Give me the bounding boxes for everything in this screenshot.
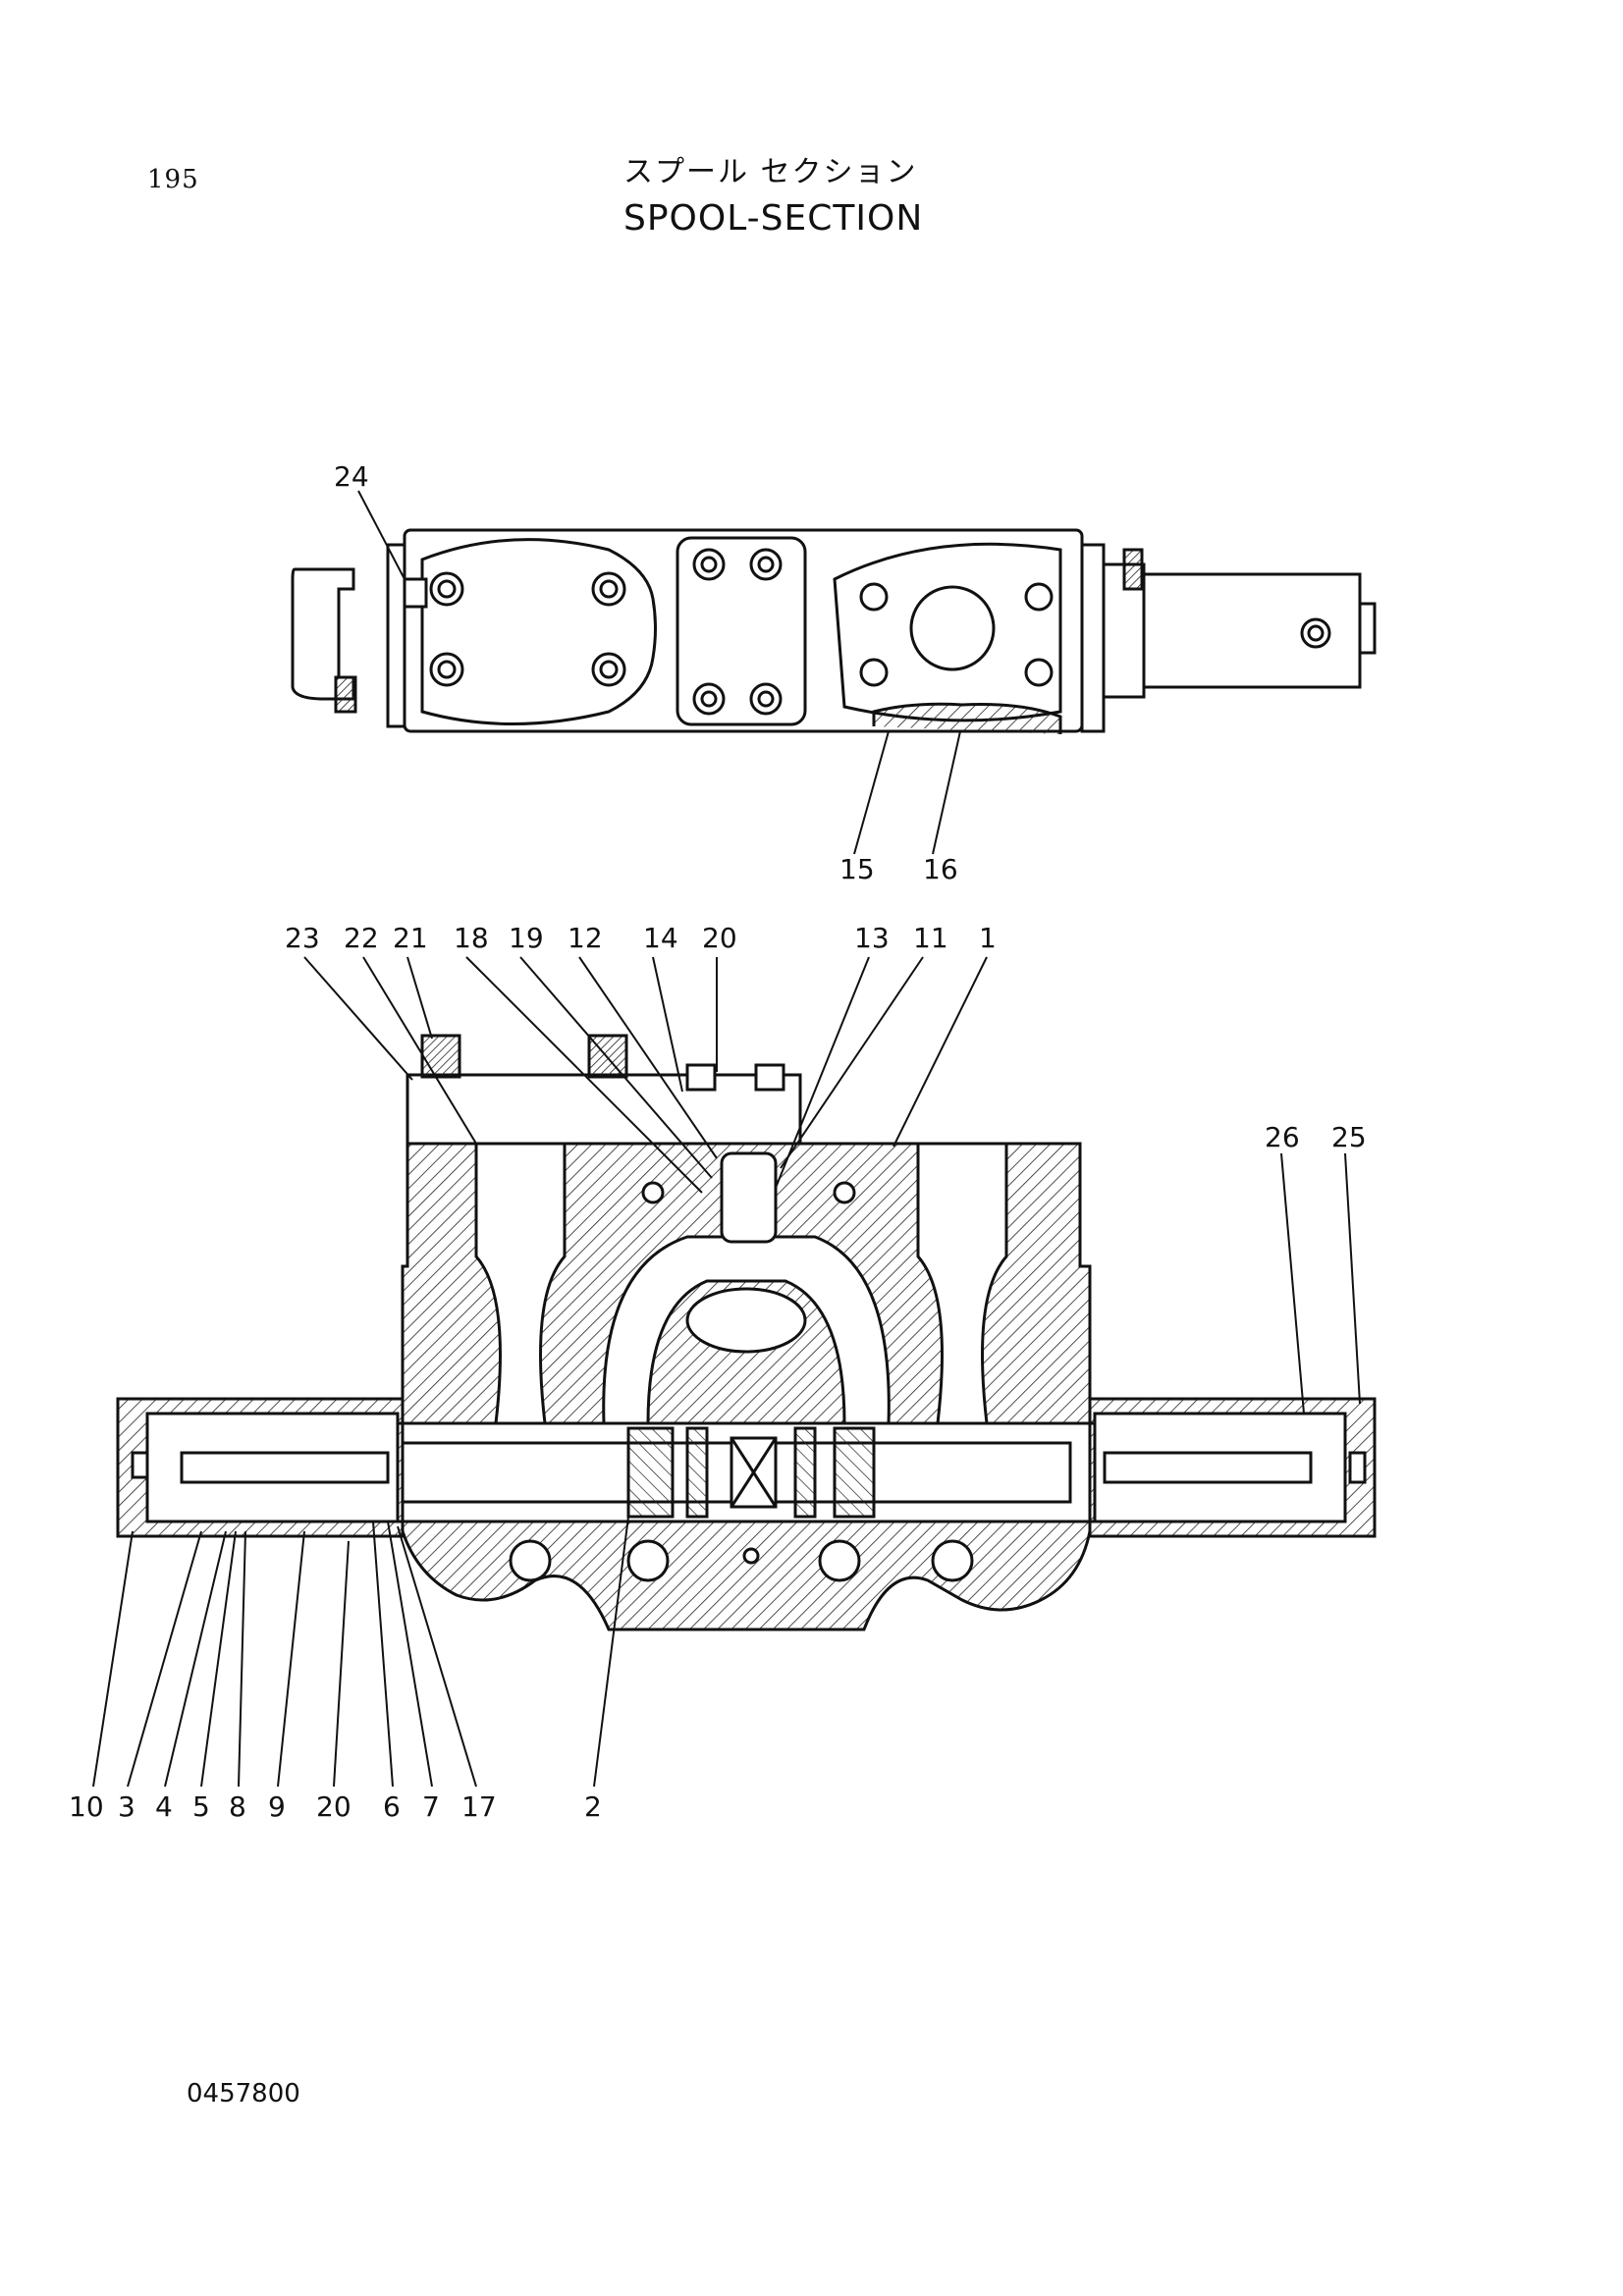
- callout-24: 24: [334, 460, 369, 493]
- leader-lines: [92, 490, 1361, 1788]
- callout-5: 5: [192, 1790, 210, 1823]
- callout-labels: 24 15 16 23 22 21 18 19 12 14 20 13 11 1…: [69, 460, 1367, 1823]
- callout-3: 3: [118, 1790, 135, 1823]
- callout-16: 16: [923, 853, 958, 885]
- callout-19: 19: [509, 922, 544, 954]
- title-english: SPOOL-SECTION: [623, 198, 924, 239]
- callout-21: 21: [393, 922, 428, 954]
- callout-26: 26: [1265, 1121, 1300, 1153]
- callout-23: 23: [285, 922, 320, 954]
- section-view: [116, 1034, 1377, 1631]
- callout-20-top: 20: [702, 922, 737, 954]
- callout-15: 15: [839, 853, 875, 885]
- title-block: スプール セクション SPOOL-SECTION: [623, 147, 923, 239]
- callout-13: 13: [854, 922, 890, 954]
- callout-6: 6: [383, 1790, 401, 1823]
- top-view: [291, 528, 1377, 734]
- page-number: 195: [147, 165, 199, 194]
- callout-18: 18: [454, 922, 489, 954]
- callout-2: 2: [584, 1790, 602, 1823]
- callout-7: 7: [422, 1790, 440, 1823]
- callout-14: 14: [643, 922, 678, 954]
- callout-22: 22: [344, 922, 379, 954]
- callout-8: 8: [229, 1790, 246, 1823]
- drawing-code: 0457800: [187, 2079, 300, 2109]
- callout-10: 10: [69, 1790, 104, 1823]
- title-japanese: スプール セクション: [623, 155, 918, 189]
- callout-17: 17: [461, 1790, 497, 1823]
- callout-20-bottom: 20: [316, 1790, 352, 1823]
- callout-12: 12: [568, 922, 603, 954]
- callout-11: 11: [913, 922, 948, 954]
- callout-25: 25: [1331, 1121, 1367, 1153]
- callout-1: 1: [979, 922, 997, 954]
- callout-9: 9: [268, 1790, 286, 1823]
- callout-4: 4: [155, 1790, 173, 1823]
